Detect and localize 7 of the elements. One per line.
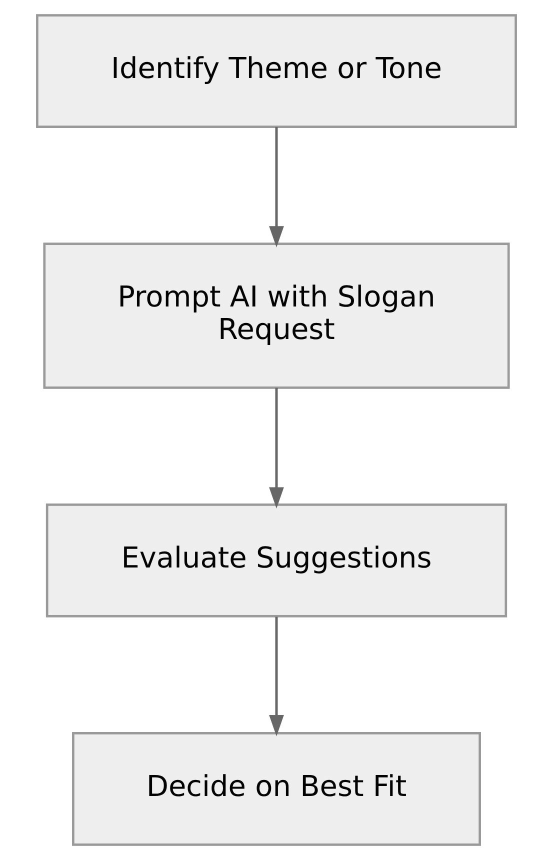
- node-box: Identify Theme or Tone: [36, 14, 516, 128]
- arrow: [268, 616, 284, 736]
- arrow: [268, 388, 284, 508]
- arrow: [268, 126, 284, 248]
- node-box: Decide on Best Fit: [72, 732, 480, 846]
- node-box: Evaluate Suggestions: [45, 504, 507, 618]
- node-box: Prompt AI with Slogan Request: [42, 242, 510, 389]
